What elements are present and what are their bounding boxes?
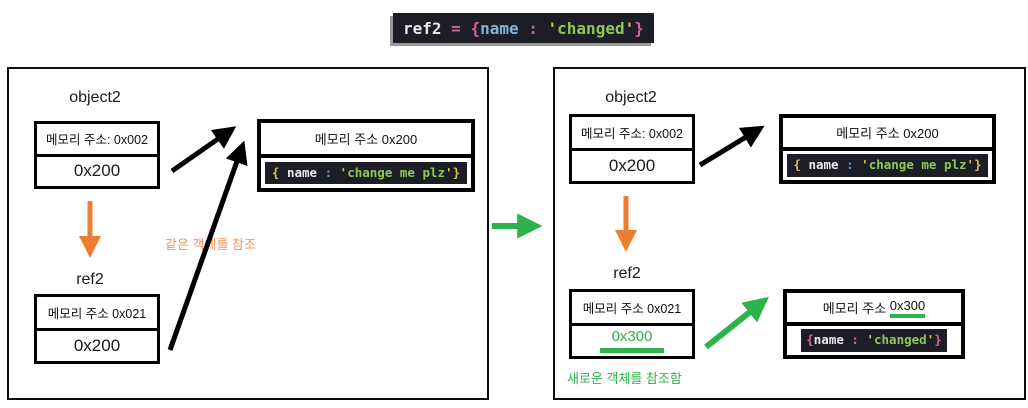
code-snippet: ref2 = {name : 'changed'}: [393, 13, 654, 43]
ref2-label: ref2: [613, 265, 641, 282]
memory-address-row: 메모리 주소 0x300: [787, 293, 961, 322]
memory-box-0x200: 메모리 주소 0x200 { name : 'change me plz'}: [779, 114, 996, 184]
object2-address-row: 메모리 주소: 0x002: [46, 133, 148, 148]
object2-address-row: 메모리 주소: 0x002: [581, 126, 683, 141]
ref2-label: ref2: [76, 271, 104, 288]
same-object-annotation: 같은 객체를 참조: [165, 237, 256, 252]
ref2-box: 메모리 주소 0x021 0x200: [34, 294, 160, 364]
ref2-address-row: 메모리 주소 0x021: [47, 306, 147, 321]
memory-address-0x300: 0x300: [889, 298, 926, 318]
panel-before: object2 메모리 주소: 0x002 0x200 메모리 주소 0x200…: [7, 67, 489, 400]
ref2-box: 메모리 주소 0x021 0x300: [569, 289, 695, 359]
object2-value-row: 0x200: [572, 147, 692, 182]
memory-address-row: 메모리 주소 0x200: [836, 126, 939, 141]
memory-code-row: { name : 'change me plz'}: [783, 147, 992, 180]
memory-code-row: { name : 'change me plz'}: [261, 153, 471, 189]
object-literal-code: { name : 'change me plz'}: [265, 161, 467, 184]
object2-box: 메모리 주소: 0x002 0x200: [569, 114, 695, 184]
memory-box-0x200: 메모리 주소 0x200 { name : 'change me plz'}: [257, 119, 475, 192]
new-address-value: 0x300: [599, 328, 665, 354]
object-literal-code: {name : 'changed'}: [801, 329, 947, 352]
memory-code-row: {name : 'changed'}: [787, 322, 961, 355]
object2-label: object2: [605, 89, 657, 106]
panel-after: object2 메모리 주소: 0x002 0x200 메모리 주소 0x200…: [553, 67, 1026, 400]
ref2-address-row: 메모리 주소 0x021: [582, 301, 682, 316]
object2-value-row: 0x200: [37, 153, 157, 187]
ref2-value-row: 0x200: [37, 327, 157, 362]
memory-box-0x300: 메모리 주소 0x300 {name : 'changed'}: [783, 289, 965, 359]
memory-address-prefix: 메모리 주소: [822, 301, 890, 316]
object-literal-code: { name : 'change me plz'}: [787, 154, 988, 177]
memory-address-row: 메모리 주소 0x200: [314, 131, 418, 147]
object2-box: 메모리 주소: 0x002 0x200: [34, 121, 160, 189]
ref2-value-row: 0x300: [572, 322, 692, 357]
new-object-annotation: 새로운 객체를 참조함: [567, 371, 682, 386]
object2-label: object2: [69, 89, 121, 106]
